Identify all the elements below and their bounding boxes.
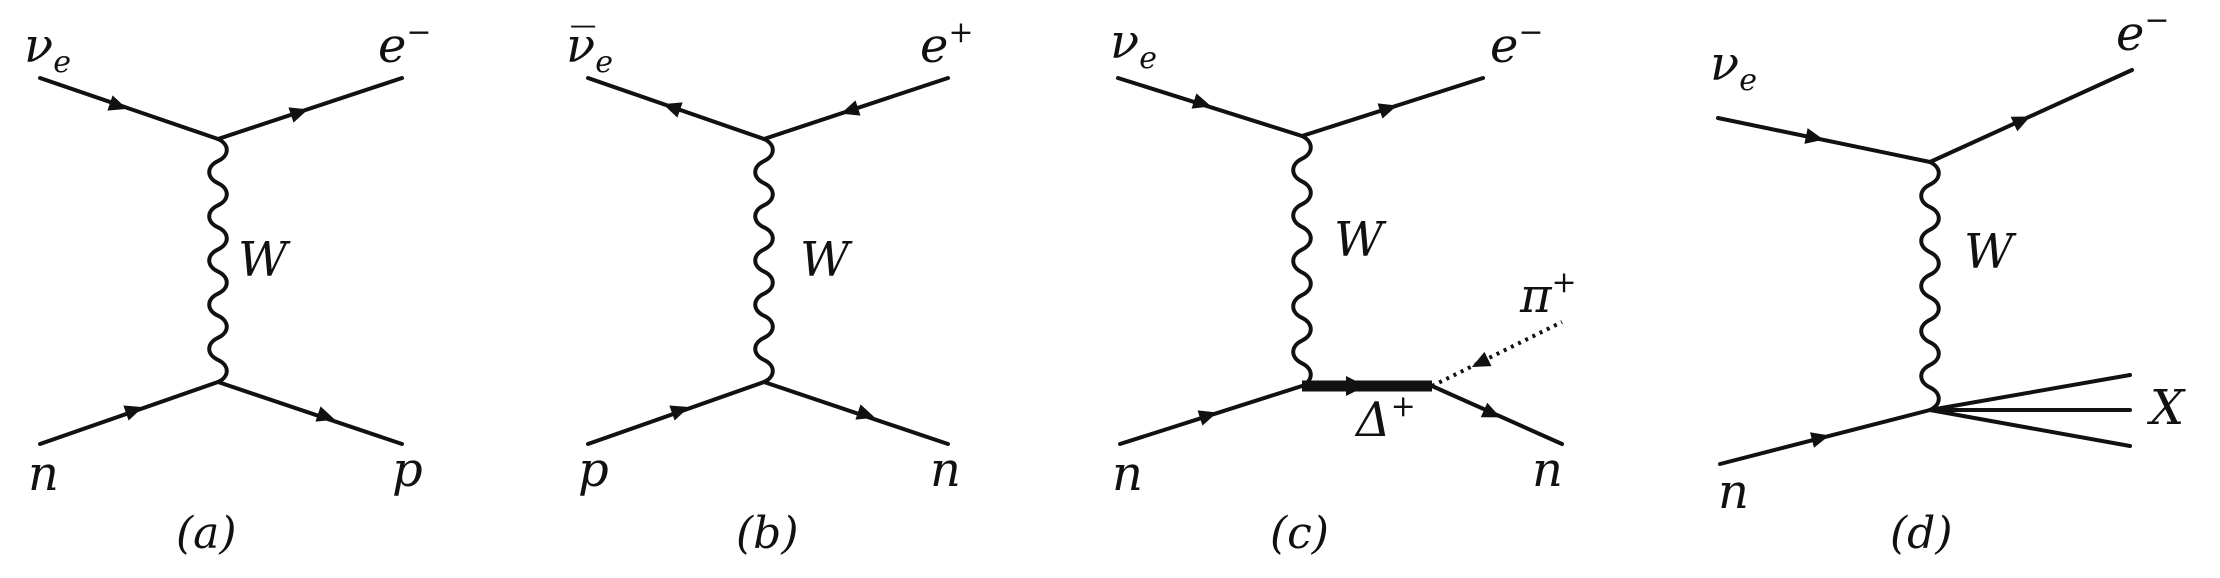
label-electron: e− <box>2116 3 2170 62</box>
outgoing-electron-line <box>216 76 404 141</box>
diagram-b: ν̅e e+ W p n (b) <box>566 15 974 559</box>
hadron-line-upper <box>1928 373 2132 412</box>
label-delta: Δ+ <box>1354 389 1416 448</box>
fermion-arrow <box>1804 128 1824 144</box>
label-w-boson: W <box>238 232 291 288</box>
label-proton: p <box>578 442 609 498</box>
fermion-arrow <box>107 95 128 111</box>
label-w-boson: W <box>1964 224 2017 280</box>
label-neutron-out: n <box>1532 442 1563 498</box>
label-w-boson: W <box>800 232 853 288</box>
fermion-arrow <box>1197 410 1218 426</box>
label-electron: e− <box>378 15 432 74</box>
outgoing-neutron-line <box>762 380 950 446</box>
w-boson-line <box>753 137 775 384</box>
diagram-c: νe e− W π+ Δ+ n n (c) <box>1110 14 1577 559</box>
label-w-boson: W <box>1334 212 1387 268</box>
fermion-arrow <box>840 100 861 116</box>
incoming-neutrino-line <box>1716 116 1932 164</box>
label-neutrino: νe <box>1110 14 1157 76</box>
fermion-arrow <box>662 102 683 118</box>
diagram-d: νe e− W n X (d) <box>1710 3 2186 559</box>
fermion-arrow <box>855 404 876 420</box>
label-antineutrino: ν̅e <box>566 18 613 80</box>
label-neutrino: νe <box>24 18 71 80</box>
fermion-arrow <box>1191 93 1212 109</box>
caption-a: (a) <box>176 508 237 559</box>
label-neutron: n <box>930 442 961 498</box>
label-positron: e+ <box>920 15 974 74</box>
incoming-neutrino-line <box>38 76 220 141</box>
label-neutrino: νe <box>1710 36 1757 98</box>
fermion-arrow <box>1810 432 1830 448</box>
fermion-arrow <box>315 406 336 422</box>
fermion-arrow <box>123 405 143 421</box>
outgoing-electron-line <box>1928 68 2134 164</box>
caption-c: (c) <box>1270 508 1329 559</box>
incoming-neutrino-line <box>1116 76 1304 138</box>
fermion-arrow <box>2010 116 2031 132</box>
fermion-arrow <box>669 405 689 421</box>
diagram-a: νe e− W n p (a) <box>24 15 432 559</box>
label-pion: π+ <box>1519 265 1577 324</box>
label-electron: e− <box>1490 15 1544 74</box>
label-neutron: n <box>28 446 59 502</box>
label-neutron-in: n <box>1112 446 1143 502</box>
label-proton: p <box>392 442 423 498</box>
pion-arrow <box>1471 351 1492 367</box>
w-boson-line <box>207 137 229 384</box>
fermion-arrow <box>288 107 309 123</box>
hadron-line-lower <box>1928 408 2132 448</box>
caption-d: (d) <box>1890 508 1953 559</box>
w-boson-line <box>1919 160 1941 412</box>
label-final-state-x: X <box>2146 380 2186 436</box>
caption-b: (b) <box>736 508 799 559</box>
label-neutron: n <box>1718 464 1749 520</box>
fermion-arrow <box>1480 402 1501 418</box>
fermion-arrow <box>1377 103 1398 119</box>
w-boson-line <box>1291 134 1313 388</box>
outgoing-proton-line <box>216 380 404 446</box>
fermion-arrow <box>1346 376 1366 396</box>
pion-dotted-line <box>1431 320 1563 388</box>
